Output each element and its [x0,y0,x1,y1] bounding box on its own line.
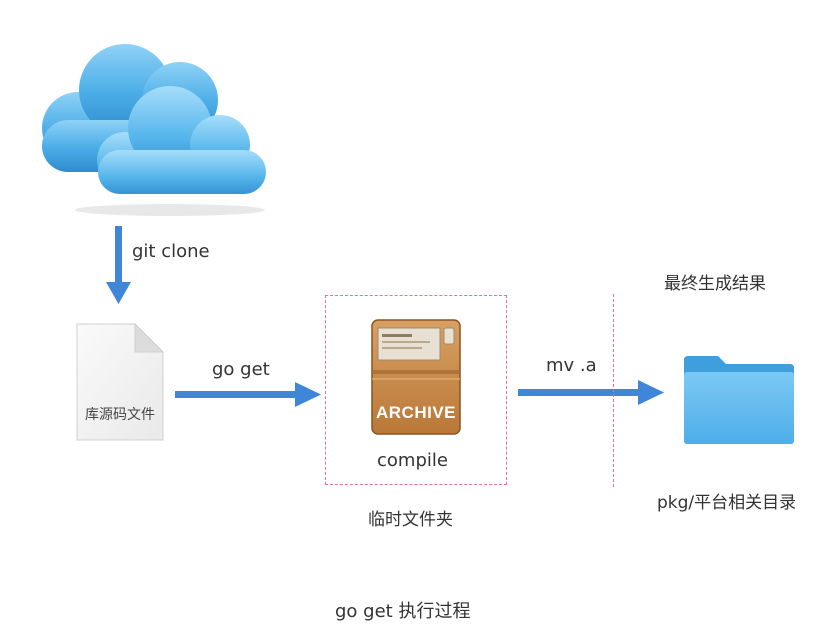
compile-label: compile [377,450,448,471]
archive-text: ARCHIVE [375,403,456,422]
arrow-mv [518,380,664,405]
arrow-git-clone [106,226,131,304]
archive-box-icon [371,319,461,435]
git-clone-label: git clone [132,241,210,262]
footer-caption: go get 执行过程 [335,601,471,622]
source-file-label: 库源码文件 [85,407,155,423]
document-icon [76,322,165,441]
temp-folder-box [325,295,507,485]
result-caption: pkg/平台相关目录 [657,493,797,513]
result-title: 最终生成结果 [664,274,766,294]
go-get-label: go get [212,359,270,380]
folder-icon [684,356,794,444]
temp-folder-caption: 临时文件夹 [368,510,453,530]
cloud-icon [42,44,266,216]
arrow-go-get [175,382,321,407]
separator-line [613,294,614,487]
mv-label: mv .a [546,355,597,376]
